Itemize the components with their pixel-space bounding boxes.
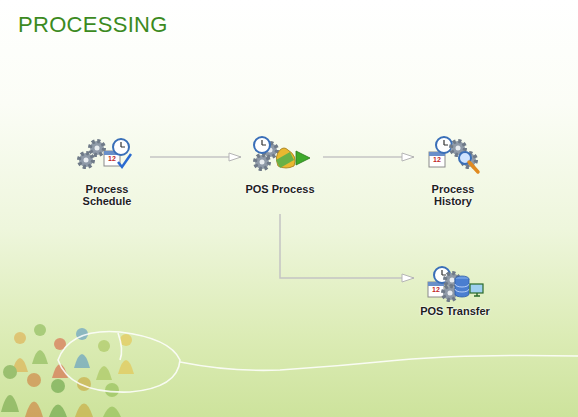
process-node: POS Transfer <box>418 254 492 330</box>
node-label: Process History <box>416 183 490 207</box>
process-node: POS Process <box>243 132 317 208</box>
calendar-day: 12 <box>431 156 443 163</box>
process-node: Process History <box>416 132 490 208</box>
calendar-day: 12 <box>106 155 118 162</box>
people-figures <box>1 324 134 417</box>
pos-process-icon <box>254 137 310 169</box>
transfer-icon <box>428 267 483 300</box>
process-node: Process Schedule <box>70 132 144 208</box>
calendar-day: 12 <box>430 286 442 293</box>
node-label: POS Process <box>243 183 317 195</box>
node-label: Process Schedule <box>70 183 144 207</box>
schedule-icon <box>79 139 131 167</box>
page-title: PROCESSING <box>18 12 168 38</box>
mouse-outline <box>58 332 578 393</box>
history-icon <box>429 137 478 172</box>
flow-arrow <box>150 156 241 158</box>
node-label: POS Transfer <box>418 305 492 317</box>
flow-arrow <box>280 214 414 278</box>
flow-arrow <box>323 156 414 158</box>
